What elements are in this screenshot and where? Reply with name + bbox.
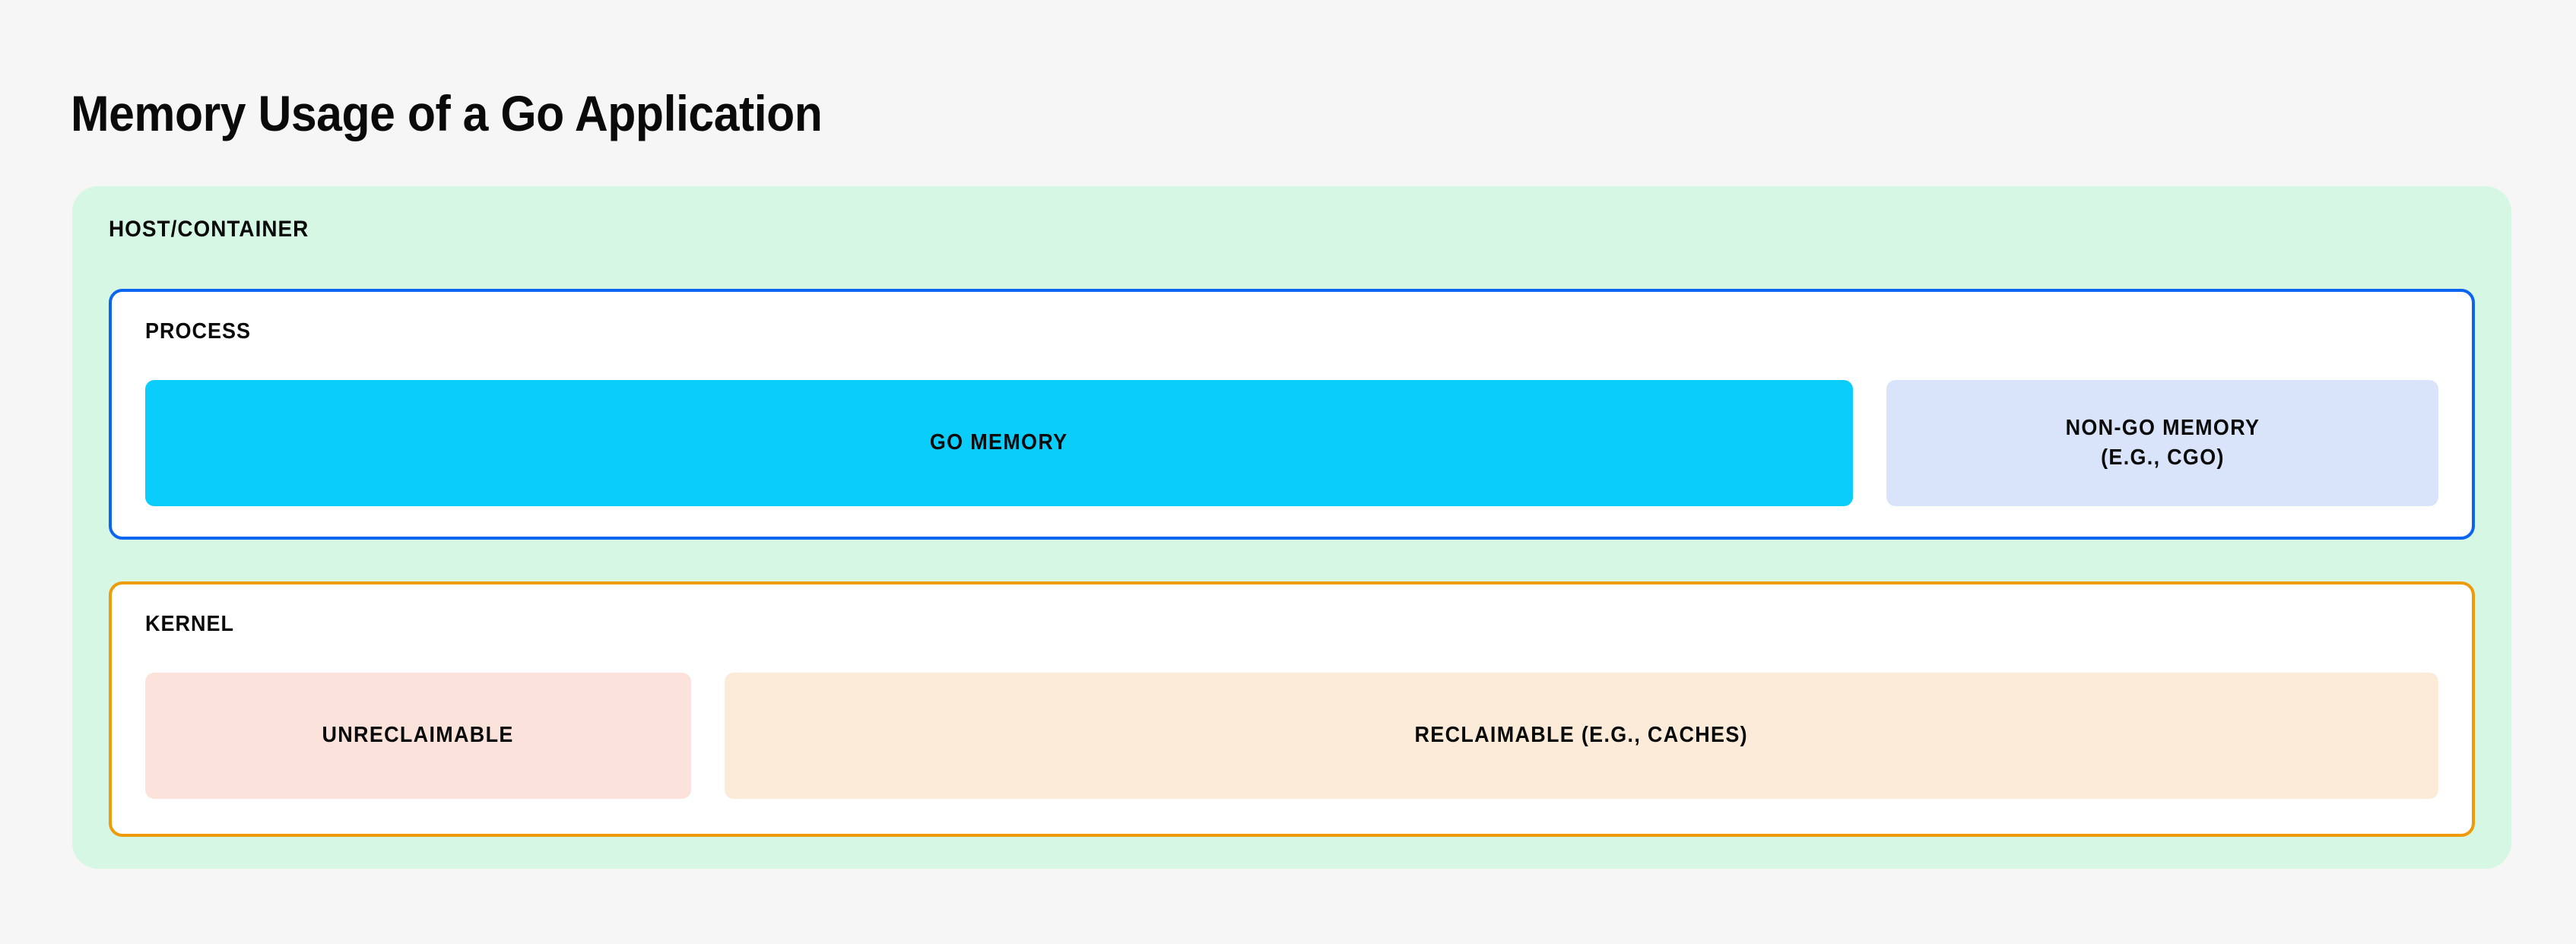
non-go-memory-block: NON-GO MEMORY (E.G., CGO) [1886,380,2438,506]
unreclaimable-block: UNRECLAIMABLE [145,673,691,799]
kernel-memory-bar-row: UNRECLAIMABLE RECLAIMABLE (E.G., CACHES) [145,673,2438,799]
non-go-memory-label: NON-GO MEMORY (E.G., CGO) [2065,415,2260,470]
process-region: PROCESS GO MEMORY NON-GO MEMORY (E.G., C… [109,289,2475,540]
unreclaimable-label: UNRECLAIMABLE [322,723,515,748]
reclaimable-label: RECLAIMABLE (E.G., CACHES) [1414,723,1749,748]
kernel-region: KERNEL UNRECLAIMABLE RECLAIMABLE (E.G., … [109,581,2475,837]
reclaimable-block: RECLAIMABLE (E.G., CACHES) [725,673,2438,799]
process-label: PROCESS [145,319,252,344]
go-memory-label: GO MEMORY [930,430,1068,455]
host-container-region: HOST/CONTAINER PROCESS GO MEMORY NON-GO … [72,186,2511,869]
host-container-label: HOST/CONTAINER [109,217,309,242]
process-memory-bar-row: GO MEMORY NON-GO MEMORY (E.G., CGO) [145,380,2438,506]
kernel-label: KERNEL [145,612,235,636]
go-memory-block: GO MEMORY [145,380,1853,506]
page-title: Memory Usage of a Go Application [71,85,823,142]
